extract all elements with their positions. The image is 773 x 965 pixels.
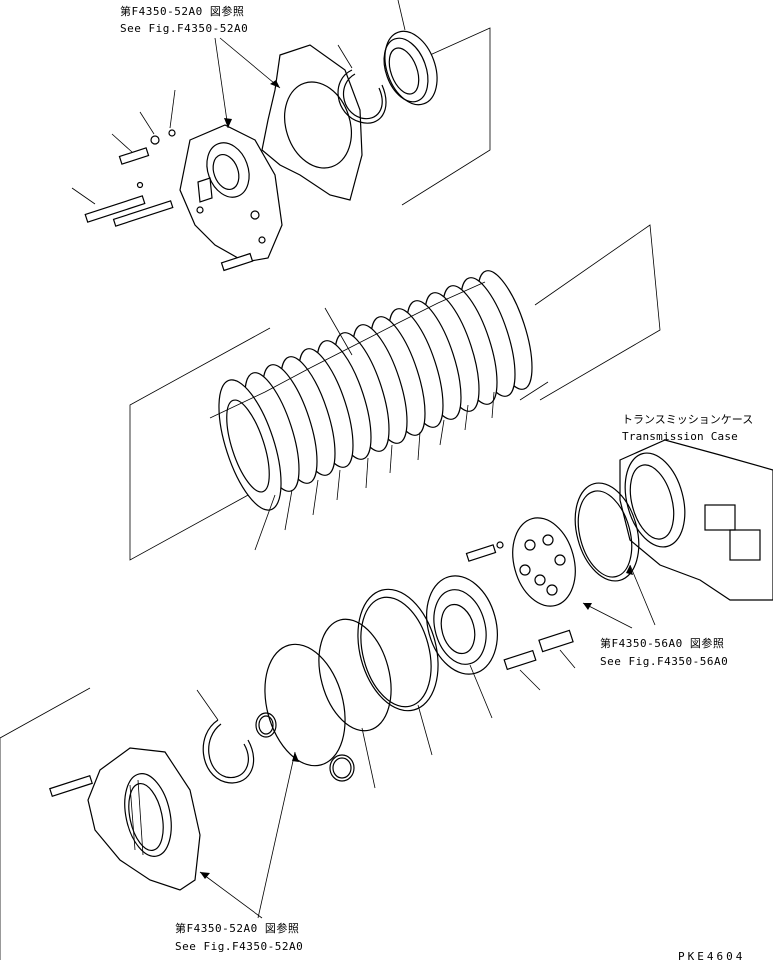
clutch-discs xyxy=(218,270,533,511)
ring-large-1 xyxy=(264,643,346,767)
o-ring-small-2 xyxy=(329,754,355,782)
transmission-case xyxy=(619,439,773,601)
ring-large-3 xyxy=(357,588,439,712)
figure-code: PKE4604 xyxy=(678,950,746,963)
bottom-ref-en: See Fig.F4350-52A0 xyxy=(175,940,304,953)
case-label-en: Transmission Case xyxy=(622,430,738,443)
bottom-housing xyxy=(87,747,201,891)
right-ref-jp: 第F4350-56A0 図参照 xyxy=(600,637,725,650)
snap-ring-top xyxy=(337,69,387,124)
gasket-top xyxy=(261,44,363,201)
piston xyxy=(426,575,498,675)
bolt-right xyxy=(465,541,504,562)
bolt-3 xyxy=(112,200,174,227)
piston-carrier xyxy=(512,517,576,607)
bearing-ring xyxy=(383,30,438,106)
bolt-1 xyxy=(111,133,150,165)
bottom-assembly xyxy=(0,588,439,960)
seal-ring-right xyxy=(574,482,640,582)
bolt-2 xyxy=(71,187,146,223)
ring-large-2 xyxy=(318,618,392,732)
clutch-pack xyxy=(129,224,661,561)
springs xyxy=(503,629,576,691)
case-label-jp: トランスミッションケース xyxy=(622,413,754,426)
right-ref-en: See Fig.F4350-56A0 xyxy=(600,655,729,668)
cover-housing xyxy=(179,124,283,263)
top-assembly xyxy=(71,0,491,272)
top-ref-jp: 第F4350-52A0 図参照 xyxy=(120,5,245,18)
bolt-4 xyxy=(220,252,254,272)
top-ref-en: See Fig.F4350-52A0 xyxy=(120,22,249,35)
o-ring-small-1 xyxy=(255,712,277,738)
bottom-ref-jp: 第F4350-52A0 図参照 xyxy=(175,922,300,935)
bolt-bottom xyxy=(49,774,93,798)
washer-top xyxy=(136,89,176,189)
right-assembly xyxy=(426,439,773,719)
snap-ring-bottom xyxy=(202,719,254,784)
